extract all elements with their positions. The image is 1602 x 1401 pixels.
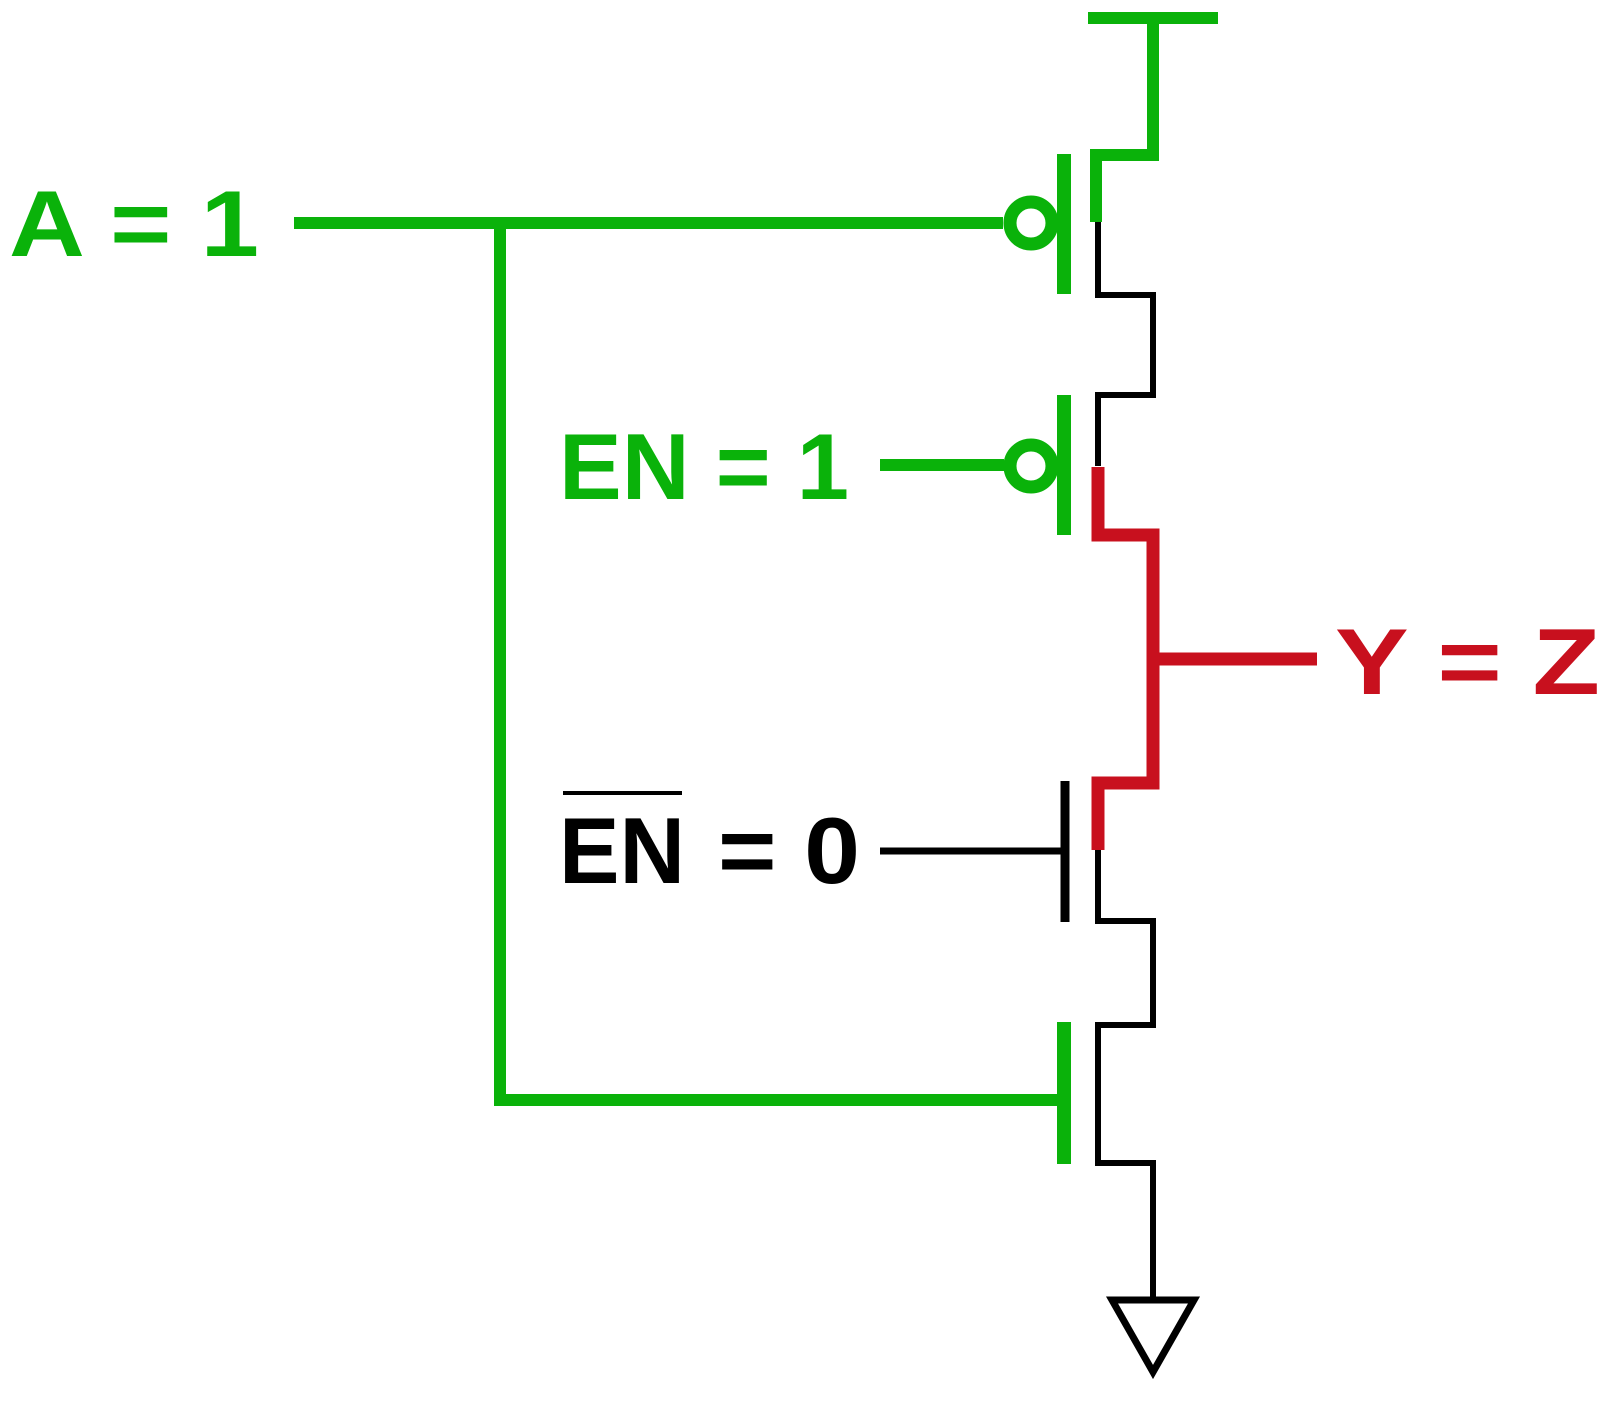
pmos2-inversion-bubble (1003, 438, 1059, 494)
vdd-wire (1088, 12, 1218, 222)
ground-wire (1095, 1100, 1156, 1300)
label-y: Y = Z (1335, 609, 1600, 714)
label-en-bar: EN (559, 798, 685, 903)
ground-triangle-icon (1105, 1296, 1201, 1380)
nmos-series-node-wire (1095, 850, 1156, 1100)
pmos1-inversion-bubble (1003, 195, 1059, 251)
label-en: EN = 1 (559, 414, 849, 519)
pmos-series-node-wire (1095, 222, 1156, 466)
label-en-bar-value: = 0 (718, 798, 860, 903)
input-a-wire (294, 217, 1062, 1106)
output-y-wire (1091, 467, 1317, 850)
label-a: A = 1 (9, 171, 259, 276)
